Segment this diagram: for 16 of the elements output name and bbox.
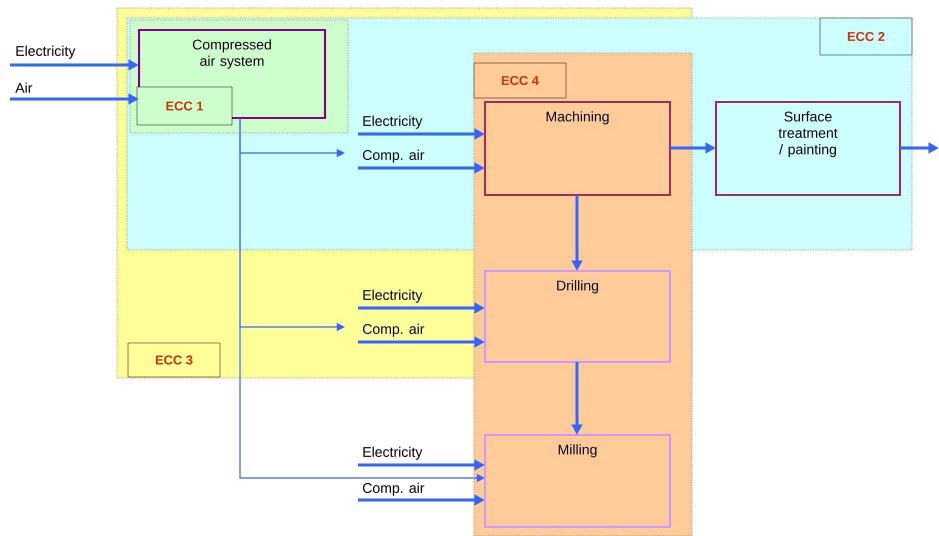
edge-label: Electricity [363, 116, 422, 129]
edge-label: Comp. air [362, 482, 424, 496]
process-box: Drilling [484, 270, 672, 364]
process-box: Machining [484, 100, 672, 196]
edge-label: Electricity [16, 46, 76, 59]
edge-label: Air [15, 82, 32, 93]
zone-label: ECC 2 [820, 18, 912, 56]
zone-label: ECC 1 [136, 86, 232, 126]
process-box: Surface treatment / painting [714, 100, 902, 196]
process-box: Milling [484, 434, 672, 528]
zone-label: ECC 4 [474, 62, 566, 98]
edge-label: Comp. air [362, 150, 424, 163]
edge-label: Electricity [363, 446, 422, 460]
edge-label: Comp. air [362, 324, 424, 337]
zone-label: ECC 3 [128, 342, 220, 378]
edge-label: Electricity [363, 290, 422, 303]
